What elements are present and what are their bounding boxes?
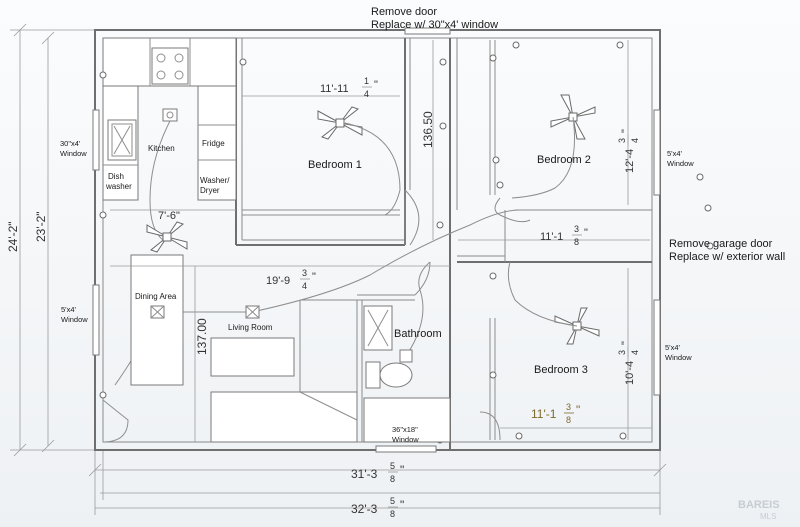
svg-text:10'-4: 10'-4 [624,361,636,385]
appliance-label-dishwasher-2: washer [105,182,132,191]
dimension-bed1-width: 11'-11 1 4 " [320,76,378,99]
wall-windows [92,27,661,453]
window-label-right-top-2: Window [667,159,694,168]
stove-icon [151,47,189,85]
svg-text:11'-1: 11'-1 [540,231,563,243]
window-label-bath: 36"x18" [392,425,418,434]
svg-text:4: 4 [364,89,369,99]
dining-table [130,254,184,386]
dimension-overall-height-outer: 24'-2" [6,221,20,252]
mls-watermark-logo: BAREIS MLS [738,499,780,521]
svg-text:3: 3 [574,224,579,234]
dimension-overall-height-inner: 23'-2" [34,211,48,242]
window-label-left-top-2: Window [60,149,87,158]
kitchen-light-icon [162,108,178,122]
svg-text:3: 3 [302,268,307,278]
svg-text:12'-4: 12'-4 [624,149,636,173]
svg-text:11'-1: 11'-1 [531,407,557,421]
room-label-living: Living Room [228,323,273,332]
room-label-bedroom-1: Bedroom 1 [308,159,362,171]
shower-icon [363,305,393,351]
svg-text:4: 4 [630,138,640,143]
svg-text:19'-9: 19'-9 [266,275,290,287]
svg-text:3: 3 [617,138,627,143]
appliance-label-dishwasher: Dish [108,172,124,181]
appliance-label-dryer: Dryer [200,186,220,195]
svg-text:11'-11: 11'-11 [320,83,349,95]
svg-text:BAREIS: BAREIS [738,499,780,511]
svg-text:": " [584,227,588,239]
ceiling-fan-icon [146,221,188,253]
svg-text:5: 5 [390,496,395,506]
living-light-icon [245,305,260,319]
window-label-bath-2: Window [392,435,419,444]
svg-text:": " [400,498,404,512]
svg-text:3: 3 [617,350,627,355]
room-dimension-guides [110,40,652,442]
interior-walls [235,38,652,450]
ceiling-fan-icon [317,106,363,140]
stairs [210,391,358,443]
sink-icon [107,119,137,161]
svg-text:MLS: MLS [760,512,776,521]
svg-text:5: 5 [390,461,395,471]
toilet-icon [365,361,413,389]
dimension-bed2-depth: 12'-4 3 4 " [617,129,640,173]
svg-text:4: 4 [302,281,307,291]
window-label-left-bottom: 5'x4' [61,305,77,314]
exterior-wall-note: Replace w/ exterior wall [669,251,785,263]
dimension-overall-width-inner: 31'-3 5 8 " [351,461,404,484]
svg-text:8: 8 [566,415,571,425]
svg-text:": " [374,79,378,91]
window-label-left-bottom-2: Window [61,315,88,324]
svg-text:8: 8 [390,509,395,519]
room-label-bathroom: Bathroom [394,328,442,340]
dimension-living-width: 19'-9 3 4 " [266,268,316,291]
dimension-bed1-depth: 136.50 [421,111,435,148]
bath-light-icon [399,349,413,363]
window-label-right-top: 5'x4' [667,149,683,158]
svg-text:3: 3 [566,402,571,412]
overall-dimension-lines [10,23,667,515]
svg-text:": " [576,403,580,417]
svg-text:4: 4 [630,350,640,355]
appliance-label-fridge: Fridge [202,139,225,148]
room-label-bedroom-2: Bedroom 2 [537,154,591,166]
svg-text:": " [312,271,316,283]
dimension-overall-width-outer: 32'-3 5 8 " [351,496,404,519]
bath-vanity [363,397,451,443]
window-label-right-bottom: 5'x4' [665,343,681,352]
dimension-kitchen-width: 7'-6" [158,210,180,222]
dimension-bed2-width: 11'-1 3 8 " [540,224,588,247]
room-label-bedroom-3: Bedroom 3 [534,364,588,376]
window-label-right-bottom-2: Window [665,353,692,362]
replace-window-note: Replace w/ 30"x4' window [371,19,498,31]
svg-text:": " [620,129,632,133]
svg-text:": " [620,341,632,345]
room-label-kitchen: Kitchen [148,144,175,153]
svg-text:32'-3: 32'-3 [351,502,378,516]
dining-light-icon [150,305,165,319]
svg-text:1: 1 [364,76,369,86]
kitchen-switch-wire [149,120,171,241]
dimension-bed3-depth: 10'-4 3 4 " [617,341,640,385]
dimension-living-depth: 137.00 [195,318,209,355]
svg-text:8: 8 [390,474,395,484]
window-label-left-top: 30"x4' [60,139,81,148]
svg-text:8: 8 [574,237,579,247]
svg-text:31'-3: 31'-3 [351,467,378,481]
room-label-dining: Dining Area [135,292,177,301]
svg-text:": " [400,463,404,477]
dimension-bed3-width: 11'-1 3 8 " [531,402,580,425]
doors [102,189,531,443]
living-room-sofa [210,337,295,377]
wiring-runs [114,116,578,386]
appliance-label-washer: Washer/ [200,176,230,185]
remove-garage-door-note: Remove garage door [669,238,773,250]
remove-door-note: Remove door [371,6,437,18]
